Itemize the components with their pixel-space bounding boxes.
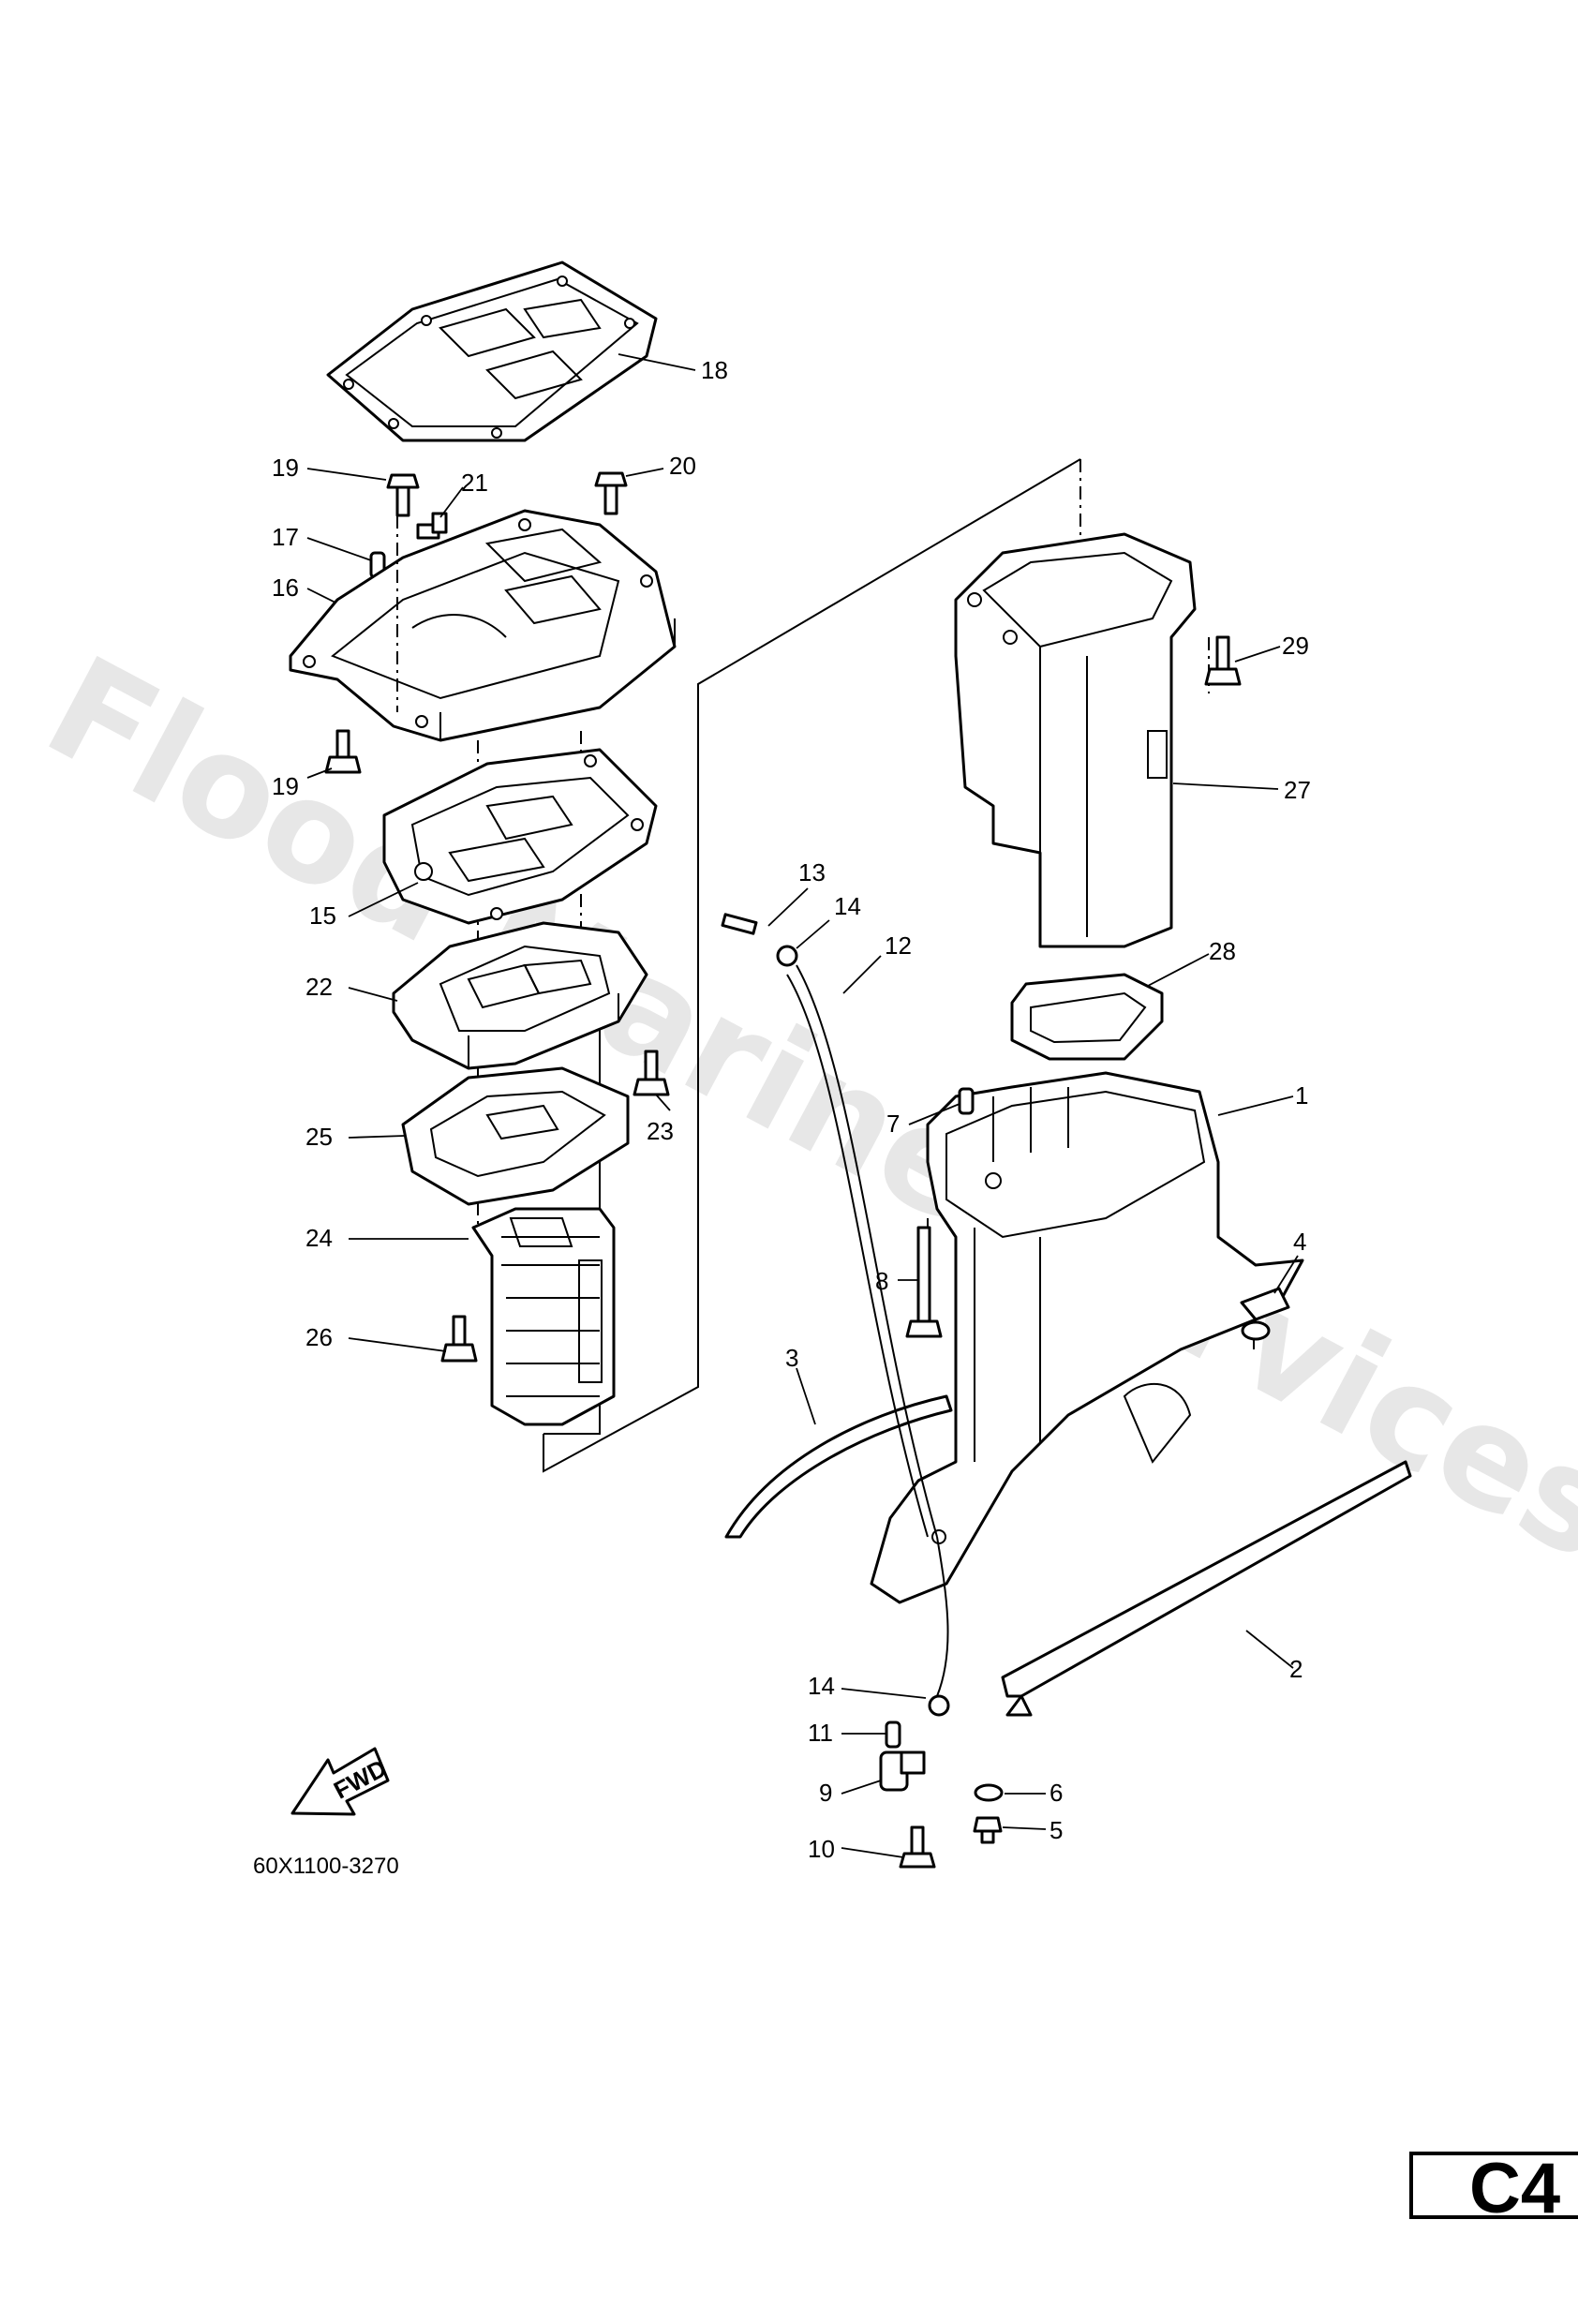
callout-24: 24 bbox=[305, 1224, 333, 1252]
part-26-bolt bbox=[440, 1315, 478, 1363]
fwd-arrow-icon: FWD bbox=[290, 1747, 391, 1816]
callout-7: 7 bbox=[886, 1110, 900, 1138]
part-25-gasket bbox=[401, 1066, 630, 1206]
callout-18: 18 bbox=[701, 356, 728, 384]
callout-4: 4 bbox=[1293, 1228, 1306, 1256]
part-29-bolt bbox=[1204, 635, 1242, 686]
callout-19-lower: 19 bbox=[272, 772, 299, 800]
part-27-upper-casing bbox=[954, 532, 1197, 948]
part-13-nipple bbox=[721, 913, 758, 935]
page-code: C4 bbox=[1469, 2149, 1561, 2228]
part-19-bolt bbox=[386, 473, 420, 517]
callout-26: 26 bbox=[305, 1323, 333, 1351]
part-7-pin bbox=[958, 1087, 975, 1115]
callout-15: 15 bbox=[309, 901, 336, 930]
part-24-reed-valve bbox=[471, 1207, 616, 1426]
callout-12: 12 bbox=[885, 931, 912, 960]
callout-28: 28 bbox=[1209, 937, 1236, 965]
callout-10: 10 bbox=[808, 1835, 835, 1863]
callout-29: 29 bbox=[1282, 632, 1309, 660]
part-22-manifold bbox=[392, 921, 648, 1070]
callout-16: 16 bbox=[272, 574, 299, 602]
callout-labels: 1 2 3 4 5 6 7 8 9 10 11 12 13 14 14 15 1… bbox=[272, 356, 1311, 1863]
callout-22: 22 bbox=[305, 973, 333, 1001]
part-12-hose bbox=[786, 964, 949, 1697]
part-19-bolt-lower bbox=[324, 729, 362, 774]
callout-2: 2 bbox=[1289, 1655, 1303, 1683]
callout-8: 8 bbox=[875, 1267, 888, 1295]
callout-19-upper: 19 bbox=[272, 454, 299, 482]
page-code-box: C4 bbox=[1409, 2152, 1578, 2227]
part-9-bracket bbox=[879, 1750, 926, 1792]
callout-14-upper: 14 bbox=[834, 892, 861, 920]
part-10-bolt bbox=[899, 1825, 936, 1869]
callout-21: 21 bbox=[461, 469, 488, 497]
callout-13: 13 bbox=[798, 858, 826, 886]
part-1-lower-casing bbox=[870, 1071, 1304, 1604]
part-21-fitting bbox=[416, 512, 448, 540]
part-18-gasket bbox=[326, 261, 658, 442]
callout-23: 23 bbox=[647, 1117, 674, 1145]
callout-1: 1 bbox=[1295, 1081, 1308, 1110]
callout-5: 5 bbox=[1050, 1816, 1063, 1844]
part-23-bolt bbox=[633, 1050, 670, 1096]
callout-6: 6 bbox=[1050, 1779, 1063, 1807]
callout-20: 20 bbox=[669, 452, 696, 480]
part-5-bolt bbox=[973, 1816, 1003, 1844]
part-14-clip-lower bbox=[928, 1694, 950, 1717]
watermark: Flood Marine Services bbox=[22, 626, 1578, 1592]
part-14-clip bbox=[776, 945, 798, 967]
part-4-grommet bbox=[1240, 1287, 1290, 1341]
part-8-bolt bbox=[905, 1226, 943, 1338]
part-11-pin bbox=[885, 1721, 901, 1749]
callout-25: 25 bbox=[305, 1123, 333, 1151]
callout-27: 27 bbox=[1284, 776, 1311, 804]
part-3-seal bbox=[724, 1394, 953, 1539]
part-6-washer bbox=[974, 1783, 1004, 1802]
part-16-exhaust-guide bbox=[289, 509, 677, 742]
figure-code: 60X1100-3270 bbox=[253, 1854, 399, 1879]
part-20-bolt bbox=[594, 471, 628, 515]
callout-3: 3 bbox=[785, 1344, 798, 1372]
part-28-seal bbox=[1010, 973, 1164, 1061]
callout-11: 11 bbox=[808, 1719, 833, 1747]
part-15-gasket bbox=[382, 748, 658, 925]
callout-14-lower: 14 bbox=[808, 1672, 835, 1700]
callout-17: 17 bbox=[272, 523, 299, 551]
callout-9: 9 bbox=[819, 1779, 832, 1807]
part-2-seal bbox=[1001, 1460, 1412, 1717]
